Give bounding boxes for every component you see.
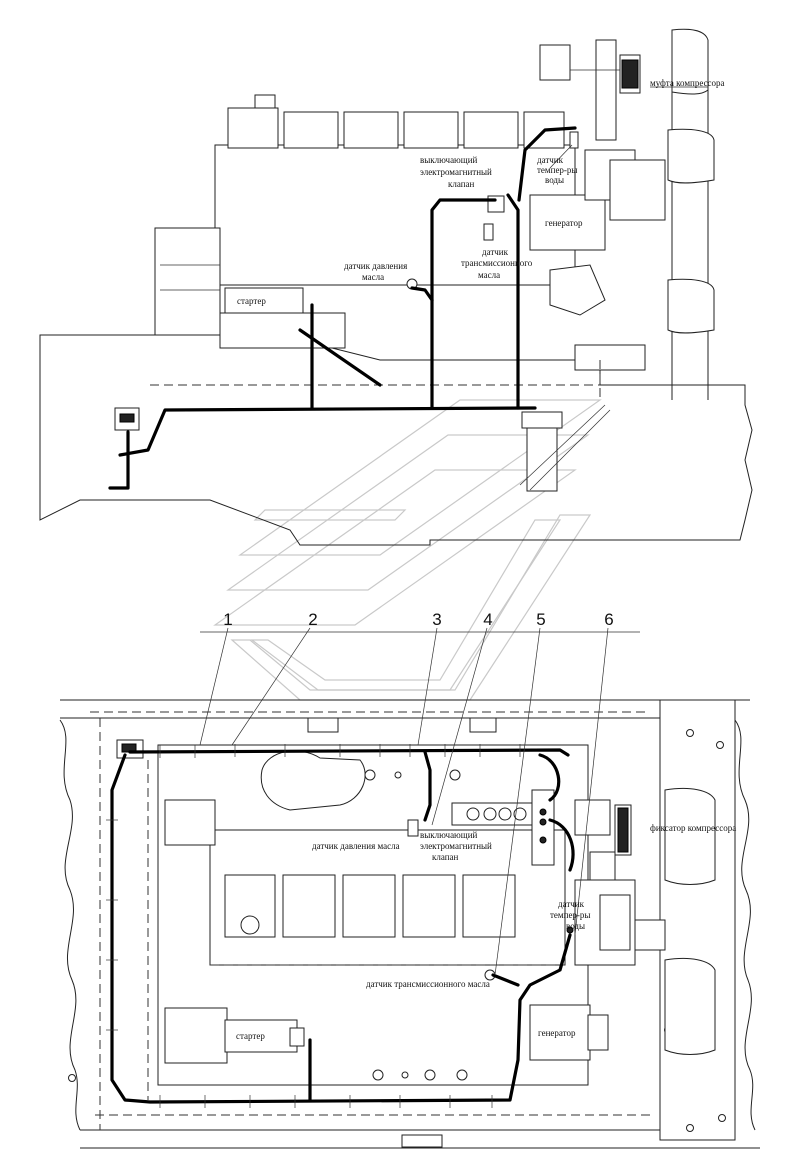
bottom-trans-oil-label: датчик трансмиссионного масла [366, 979, 490, 989]
top-view: стартер генератор [39, 28, 753, 546]
bottom-oil-pan [260, 750, 366, 811]
bottom-starter [224, 1019, 298, 1053]
top-solenoid-label-2: электромагнитный [420, 167, 492, 177]
bottom-harness-top [128, 748, 570, 757]
callout-leader-1 [199, 627, 229, 746]
bottom-water-temp-sensor [566, 926, 574, 934]
callout-leader-3 [417, 627, 438, 746]
bottom-view: стартер генератор [59, 610, 760, 1149]
top-cylinder-head-3 [343, 111, 399, 149]
top-cylinder-head-2 [283, 111, 339, 149]
top-compressor-bracket [539, 44, 571, 81]
top-engine-block [214, 144, 576, 286]
top-cylinder-head-1 [227, 107, 279, 149]
bottom-generator [529, 1004, 591, 1061]
top-trans-oil-label-1: датчик [482, 247, 509, 257]
top-trans-oil-label-3: масла [478, 270, 500, 280]
bottom-cylinder-2 [282, 874, 336, 938]
bottom-cylinder-3 [342, 874, 396, 938]
callout-leader-4 [431, 627, 488, 826]
bottom-bracket-1 [307, 717, 339, 733]
bottom-cylinder-4 [402, 874, 456, 938]
top-fan-shroud [549, 264, 606, 316]
bottom-compressor-lock-label: фиксатор компрессора [650, 823, 736, 833]
bottom-solenoid-label-2: электромагнитный [420, 841, 492, 851]
callout-leader-6 [574, 627, 609, 936]
callout-1: 1 [223, 610, 232, 629]
top-solenoid-label-1: выключающий [420, 155, 478, 165]
bottom-compressor-body [574, 799, 611, 836]
bottom-frame-right-wave [734, 719, 756, 1131]
callout-5: 5 [536, 610, 545, 629]
bottom-solenoid-label-3: клапан [432, 852, 459, 862]
bottom-oil-pressure-sensor [407, 819, 419, 837]
callout-6: 6 [604, 610, 613, 629]
top-generator-label: генератор [545, 218, 583, 228]
bottom-starter-housing [164, 1007, 228, 1064]
callout-leader-5 [494, 627, 541, 976]
top-left-housing [154, 227, 221, 336]
bottom-bracket-3 [401, 1134, 443, 1148]
top-generator [529, 194, 606, 251]
top-oil-pressure-label-2: масла [362, 272, 384, 282]
top-oil-filter [526, 424, 558, 492]
bottom-water-temp-label-1: датчик [558, 899, 585, 909]
top-cylinder-head-5 [463, 111, 519, 149]
top-cap [254, 94, 276, 109]
top-compressor-clutch-label: муфта компрессора [650, 78, 725, 88]
bottom-bracket-2 [469, 717, 497, 733]
top-water-temp-sensor [569, 131, 579, 149]
top-trans-oil-label-2: трансмиссионного [461, 258, 533, 268]
top-oil-pressure-label-1: датчик давления [344, 261, 407, 271]
bottom-solenoid-label-1: выключающий [420, 830, 478, 840]
callout-3: 3 [432, 610, 441, 629]
bottom-frame-left-wave [59, 719, 81, 1131]
bottom-water-temp-label-2: темпер-ры [550, 910, 590, 920]
top-starter-label: стартер [237, 296, 266, 306]
bottom-starter-label: стартер [236, 1031, 265, 1041]
bottom-oil-pressure-label: датчик давления масла [312, 841, 400, 851]
callout-2: 2 [308, 610, 317, 629]
bottom-harness-clamps [106, 744, 521, 1108]
callout-4: 4 [483, 610, 492, 629]
top-harness-main [118, 406, 537, 457]
bottom-cylinder-5 [462, 874, 516, 938]
bottom-valve-column [531, 789, 555, 866]
top-water-temp-label-1: датчик [537, 155, 564, 165]
top-compressor-shaft [595, 39, 617, 141]
top-water-temp-label-3: воды [545, 175, 564, 185]
top-water-temp-label-2: темпер-ры [537, 165, 577, 175]
callout-leader-2 [231, 627, 311, 746]
bottom-generator-label: генератор [538, 1028, 576, 1038]
top-starter-body [219, 312, 346, 349]
top-transmission-oil-sensor [483, 223, 494, 241]
top-cylinder-head-4 [403, 111, 459, 149]
bottom-water-temp-label-3: воды [566, 921, 585, 931]
top-solenoid-label-3: клапан [448, 179, 475, 189]
bottom-right-rail [659, 699, 736, 1141]
